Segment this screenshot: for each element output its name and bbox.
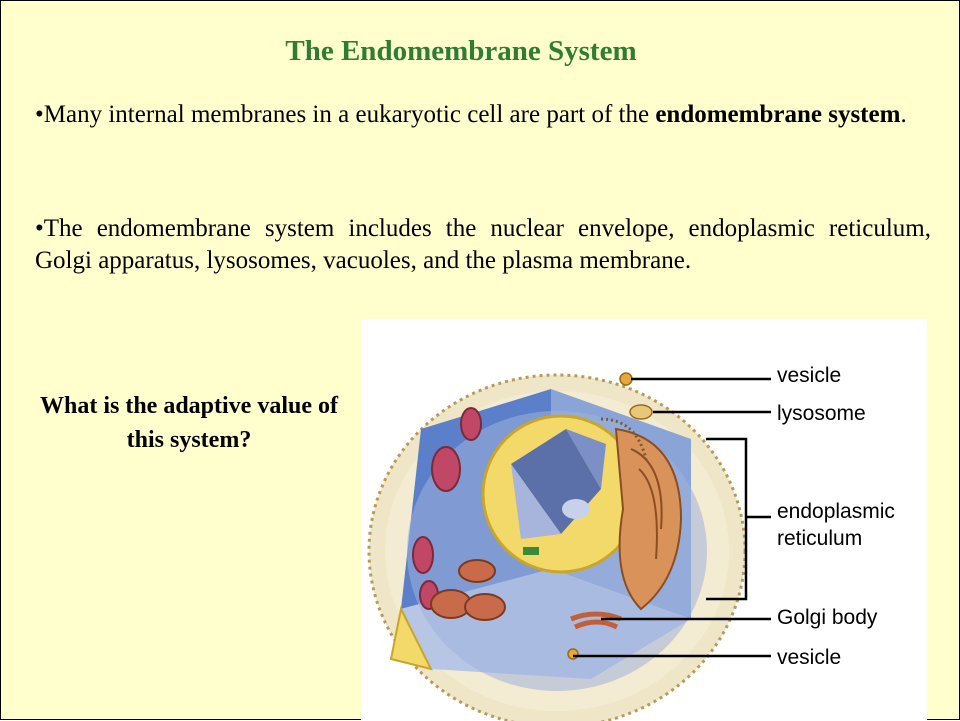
slide-title: The Endomembrane System bbox=[285, 35, 637, 67]
cell-illustration bbox=[367, 372, 771, 721]
label-reticulum: reticulum bbox=[777, 527, 863, 550]
label-golgi-body: Golgi body bbox=[777, 606, 878, 629]
paragraph-bold-term: endomembrane system bbox=[655, 101, 901, 128]
bullet: • bbox=[35, 101, 44, 128]
paragraph-system-includes: •The endomembrane system includes the nu… bbox=[35, 213, 931, 277]
question-adaptive-value: What is the adaptive value of this syste… bbox=[39, 393, 338, 453]
label-lysosome: lysosome bbox=[777, 402, 866, 425]
paragraph-period: . bbox=[900, 101, 907, 128]
label-endoplasmic: endoplasmic bbox=[777, 500, 895, 523]
cell-diagram: vesicle lysosome endoplasmic reticulum G… bbox=[361, 319, 927, 721]
bullet: • bbox=[35, 215, 44, 242]
paragraph-internal-membranes: •Many internal membranes in a eukaryotic… bbox=[35, 99, 931, 131]
label-vesicle-top: vesicle bbox=[777, 364, 842, 387]
paragraph-text: Many internal membranes in a eukaryotic … bbox=[43, 101, 656, 128]
label-vesicle-bottom: vesicle bbox=[777, 646, 842, 669]
paragraph-text: The endomembrane system includes the nuc… bbox=[35, 215, 931, 274]
